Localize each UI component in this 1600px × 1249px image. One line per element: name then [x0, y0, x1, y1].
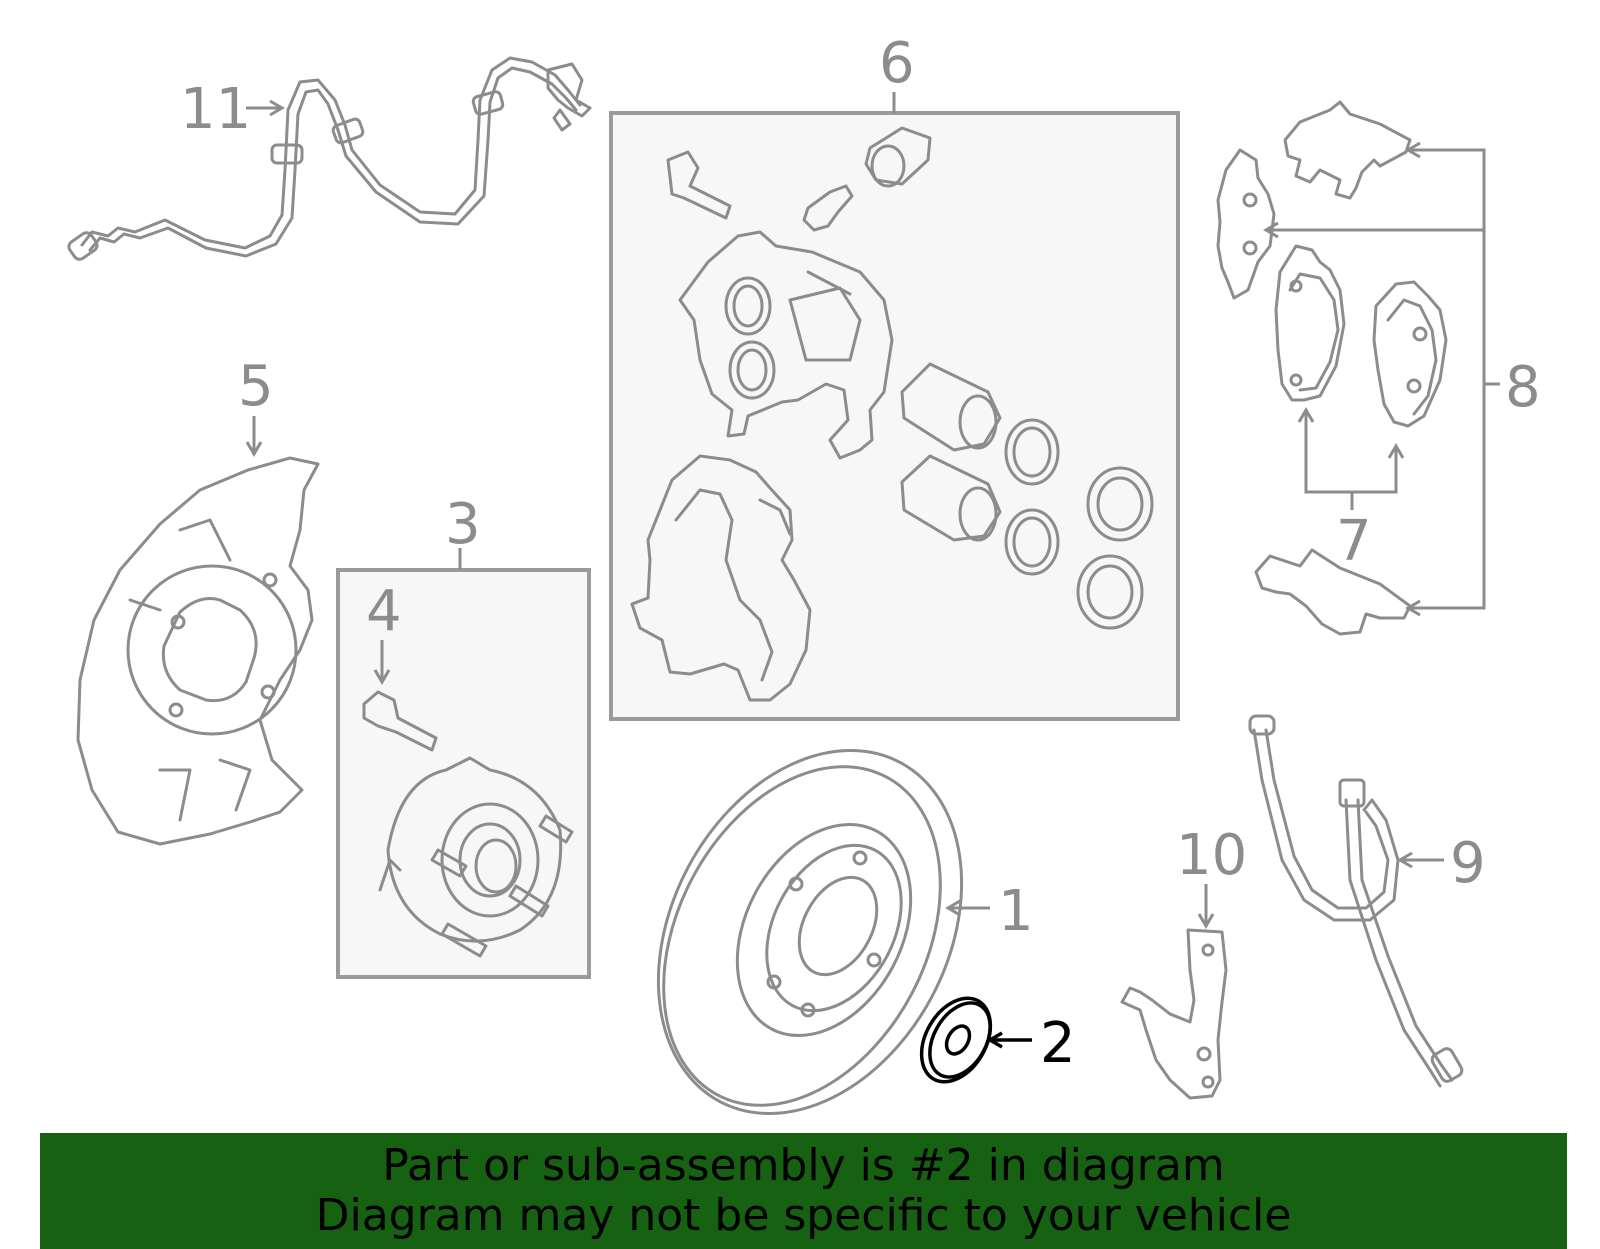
part-6-caliper-box — [609, 111, 1180, 721]
label-part-6: 6 — [879, 31, 915, 96]
label-part-2: 2 — [1040, 1011, 1076, 1076]
part-10-sensor-bracket — [1120, 928, 1228, 1100]
part-6-caliper-assembly — [630, 126, 1154, 702]
part-2-washer — [919, 996, 993, 1084]
part-8-leader — [1410, 148, 1486, 610]
banner-line-disclaimer: Diagram may not be specific to your vehi… — [315, 1190, 1292, 1241]
part-11-abs-sensor-wire — [67, 56, 592, 261]
label-part-1: 1 — [998, 879, 1034, 944]
info-banner: Part or sub-assembly is #2 in diagram Di… — [40, 1133, 1567, 1249]
part-3-hub-assembly — [378, 756, 574, 958]
part-8-pad-hardware — [1216, 100, 1412, 636]
label-part-5: 5 — [238, 354, 274, 419]
label-part-3: 3 — [445, 492, 481, 557]
part-9-brake-hose — [1248, 714, 1464, 1088]
label-part-10: 10 — [1176, 823, 1247, 888]
part-4-wheel-stud — [362, 690, 438, 752]
label-part-4: 4 — [366, 579, 402, 644]
banner-line-part-info: Part or sub-assembly is #2 in diagram — [382, 1140, 1225, 1191]
label-part-9: 9 — [1450, 831, 1486, 896]
part-5-dust-shield — [76, 456, 320, 846]
label-part-8: 8 — [1505, 355, 1541, 420]
label-part-11: 11 — [180, 77, 251, 142]
part-7-leader — [1304, 410, 1398, 494]
part-7-brake-pads — [1274, 244, 1448, 428]
label-part-7: 7 — [1336, 509, 1372, 574]
part-1-brake-rotor — [656, 749, 964, 1115]
